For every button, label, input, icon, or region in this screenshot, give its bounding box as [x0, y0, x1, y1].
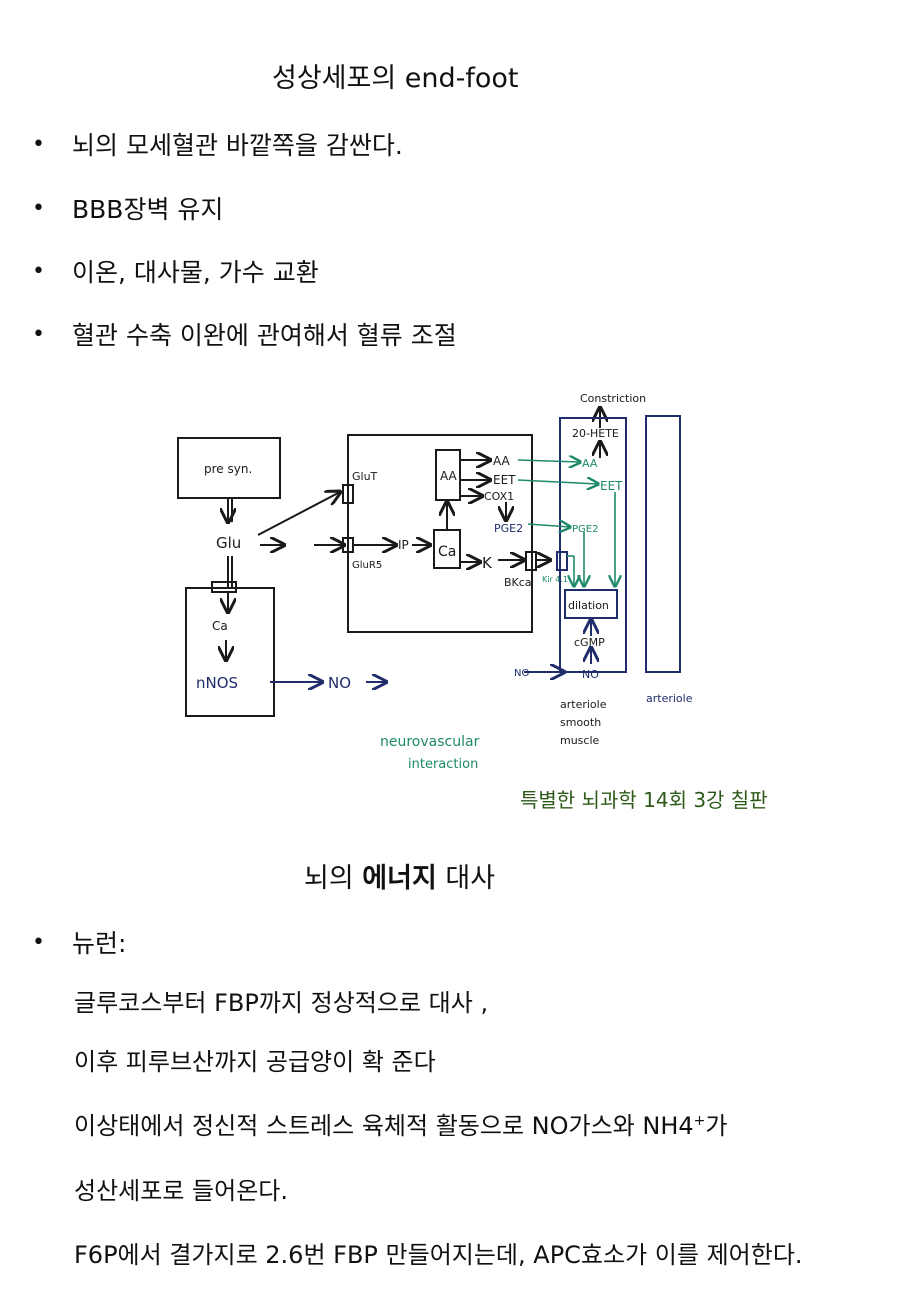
label-aa: AA: [493, 454, 511, 468]
label-eet-sm: EET: [600, 479, 623, 493]
label-glut: GluT: [352, 470, 378, 483]
bullet-text: 이온, 대사물, 가수 교환: [72, 258, 319, 287]
arteriole-box: [645, 415, 681, 673]
label-nnos: nNOS: [196, 674, 238, 692]
bullet-item: • 뇌의 모세혈관 바깥쪽을 감싼다.: [32, 126, 403, 162]
label-no-sm: NO: [582, 668, 599, 681]
postsyn-box: [185, 587, 275, 717]
label-ca-post: Ca: [212, 619, 228, 633]
paragraph: F6P에서 결가지로 2.6번 FBP 만들어지는데, APC효소가 이를 제어…: [74, 1241, 803, 1269]
paragraph-suffix: 가: [705, 1112, 728, 1140]
label-k: K: [482, 554, 493, 572]
label-kir: Kir 4.1: [542, 575, 568, 584]
astrocyte-box: [347, 434, 533, 633]
bullet-item: • 혈관 수축 이완에 관여해서 혈류 조절: [32, 316, 457, 352]
bullet-item: • 뉴런:: [32, 924, 126, 960]
label-bkca: BKca: [504, 576, 532, 589]
bullet-text: 혈관 수축 이완에 관여해서 혈류 조절: [72, 321, 457, 350]
label-constriction: Constriction: [580, 392, 646, 405]
bullet-item: • BBB장벽 유지: [32, 190, 223, 226]
bullet-icon: •: [32, 258, 45, 284]
bullet-icon: •: [32, 195, 45, 221]
bullet-text: 뉴런:: [72, 929, 127, 958]
label-pge2: PGE2: [494, 522, 523, 535]
label-arteriole-sm-3: muscle: [560, 734, 600, 747]
bullet-icon: •: [32, 929, 45, 955]
label-arteriole-sm-1: arteriole: [560, 698, 607, 711]
paragraph: 글루코스부터 FBP까지 정상적으로 대사 ,: [74, 989, 489, 1017]
label-20-hete: 20-HETE: [572, 427, 619, 440]
title-prefix: 뇌의: [304, 863, 363, 894]
label-cgmp: cGMP: [574, 636, 605, 649]
label-arteriole: arteriole: [646, 692, 693, 705]
smooth-muscle-box: [559, 417, 627, 673]
label-cox1: COX1: [484, 490, 514, 503]
paragraph: 이후 피루브산까지 공급양이 확 준다: [74, 1048, 436, 1076]
label-nv-1: neurovascular: [380, 734, 480, 750]
label-nv-2: interaction: [408, 757, 478, 772]
label-dilation: dilation: [568, 599, 609, 612]
label-arteriole-sm-2: smooth: [560, 716, 601, 729]
figure-caption: 특별한 뇌과학 14회 3강 칠판: [520, 788, 768, 812]
label-eet: EET: [493, 473, 516, 487]
label-no-in: NO: [514, 668, 529, 679]
neurovascular-diagram: pre syn. Glu GluT GluR5 IP Ca AA AA EET …: [177, 392, 693, 772]
bullet-text: BBB장벽 유지: [72, 195, 224, 224]
label-glur5: GluR5: [352, 560, 382, 571]
title-bold: 에너지: [362, 863, 437, 894]
section-title-end-foot: 성상세포의 end-foot: [272, 63, 519, 94]
label-no-out: NO: [328, 674, 351, 692]
section-title-energy: 뇌의 에너지 대사: [304, 856, 495, 895]
paragraph-text: 이상태에서 정신적 스트레스 육체적 활동으로 NO가스와 NH4: [74, 1112, 694, 1140]
bullet-text: 뇌의 모세혈관 바깥쪽을 감싼다.: [72, 131, 403, 160]
bullet-item: • 이온, 대사물, 가수 교환: [32, 253, 319, 289]
superscript-plus: +: [693, 1113, 706, 1129]
paragraph: 성산세포로 들어온다.: [74, 1177, 288, 1205]
label-pge2-sm: PGE2: [572, 524, 598, 535]
label-ca-astro: Ca: [438, 544, 456, 560]
bullet-icon: •: [32, 321, 45, 347]
label-aa-sm: AA: [582, 457, 598, 470]
title-suffix: 대사: [436, 863, 496, 894]
paragraph: 이상태에서 정신적 스트레스 육체적 활동으로 NO가스와 NH4+가: [74, 1106, 727, 1141]
label-ip3: IP: [398, 538, 409, 552]
label-presyn: pre syn.: [204, 462, 252, 476]
label-glu: Glu: [216, 534, 241, 552]
label-aa-box: AA: [440, 469, 458, 483]
bullet-icon: •: [32, 131, 45, 157]
